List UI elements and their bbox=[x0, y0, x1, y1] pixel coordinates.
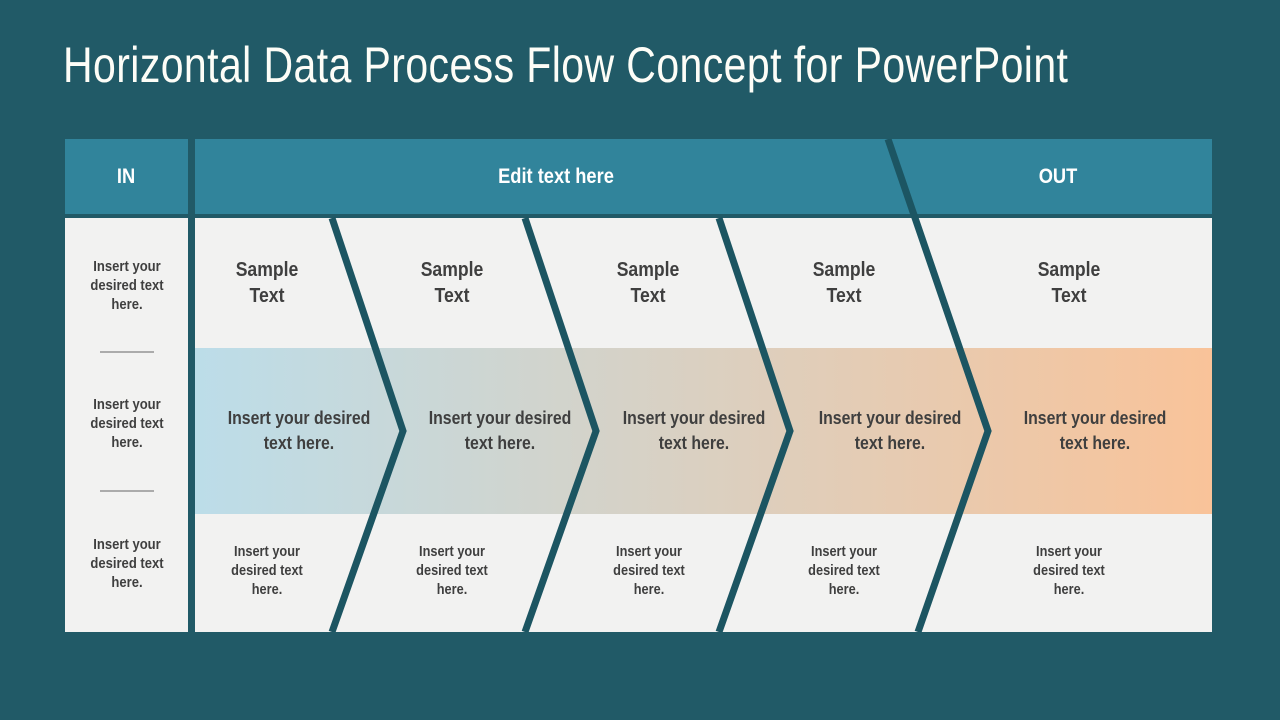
cell1-sample-text[interactable]: Sample Text bbox=[235, 259, 299, 307]
cell2-bottom-text[interactable]: Insert your desired text here. bbox=[416, 544, 488, 598]
cell3-middle-text[interactable]: Insert your desired text here. bbox=[622, 408, 766, 453]
cell2-sample-text[interactable]: Sample Text bbox=[420, 259, 484, 307]
cell2-middle-text[interactable]: Insert your desired text here. bbox=[428, 408, 572, 453]
chevron-separator-2 bbox=[521, 216, 600, 632]
cell5-sample-text[interactable]: Sample Text bbox=[1037, 259, 1101, 307]
slide-title: Horizontal Data Process Flow Concept for… bbox=[63, 37, 1069, 93]
header-flow-band[interactable] bbox=[195, 139, 1212, 214]
cell5-bottom-text[interactable]: Insert your desired text here. bbox=[1033, 544, 1105, 598]
cell4-middle-text[interactable]: Insert your desired text here. bbox=[818, 408, 962, 453]
header-edit-label[interactable]: Edit text here bbox=[498, 165, 614, 188]
cell5-middle-text[interactable]: Insert your desired text here. bbox=[1023, 408, 1167, 453]
divider-line bbox=[99, 351, 154, 353]
in-panel-text-1[interactable]: Insert your desired text here. bbox=[89, 259, 164, 313]
process-flow-diagram: IN Edit text here OUT Insert your desire… bbox=[65, 139, 1212, 632]
cell4-sample-text[interactable]: Sample Text bbox=[812, 259, 876, 307]
divider-line bbox=[99, 490, 154, 492]
cell1-middle-text[interactable]: Insert your desired text here. bbox=[227, 408, 371, 453]
flow-gradient-band bbox=[195, 348, 1212, 514]
in-column-panel: Insert your desired text here. Insert yo… bbox=[65, 218, 188, 632]
chevron-separators bbox=[328, 139, 992, 632]
in-panel-text-3[interactable]: Insert your desired text here. bbox=[89, 537, 164, 591]
chevron-separator-4 bbox=[884, 139, 992, 632]
cell3-bottom-text[interactable]: Insert your desired text here. bbox=[613, 544, 685, 598]
cell1-bottom-text[interactable]: Insert your desired text here. bbox=[231, 544, 303, 598]
cell4-bottom-text[interactable]: Insert your desired text here. bbox=[808, 544, 880, 598]
chevron-separator-3 bbox=[715, 216, 794, 632]
header-in-label[interactable]: IN bbox=[116, 165, 136, 188]
header-in-box[interactable] bbox=[65, 139, 188, 214]
chevron-separator-1 bbox=[328, 216, 407, 632]
in-panel-text-2[interactable]: Insert your desired text here. bbox=[89, 397, 164, 451]
cell3-sample-text[interactable]: Sample Text bbox=[616, 259, 680, 307]
header-out-label[interactable]: OUT bbox=[1038, 165, 1078, 188]
